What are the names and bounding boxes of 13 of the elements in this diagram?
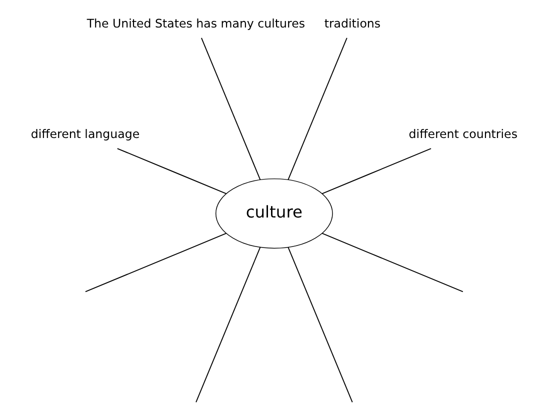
connector: [200, 37, 260, 180]
node-text: traditions: [324, 16, 380, 30]
connector: [321, 148, 431, 194]
node-ellipse: culture: [215, 178, 332, 249]
connector: [287, 246, 352, 403]
connector: [195, 246, 260, 403]
connector: [116, 148, 226, 194]
connector: [321, 232, 463, 292]
node-text: different language: [30, 127, 140, 142]
connector: [84, 232, 226, 292]
node-text: different countries: [408, 127, 517, 142]
connector: [287, 37, 347, 180]
node-text: The United States has many cultures: [86, 16, 305, 30]
